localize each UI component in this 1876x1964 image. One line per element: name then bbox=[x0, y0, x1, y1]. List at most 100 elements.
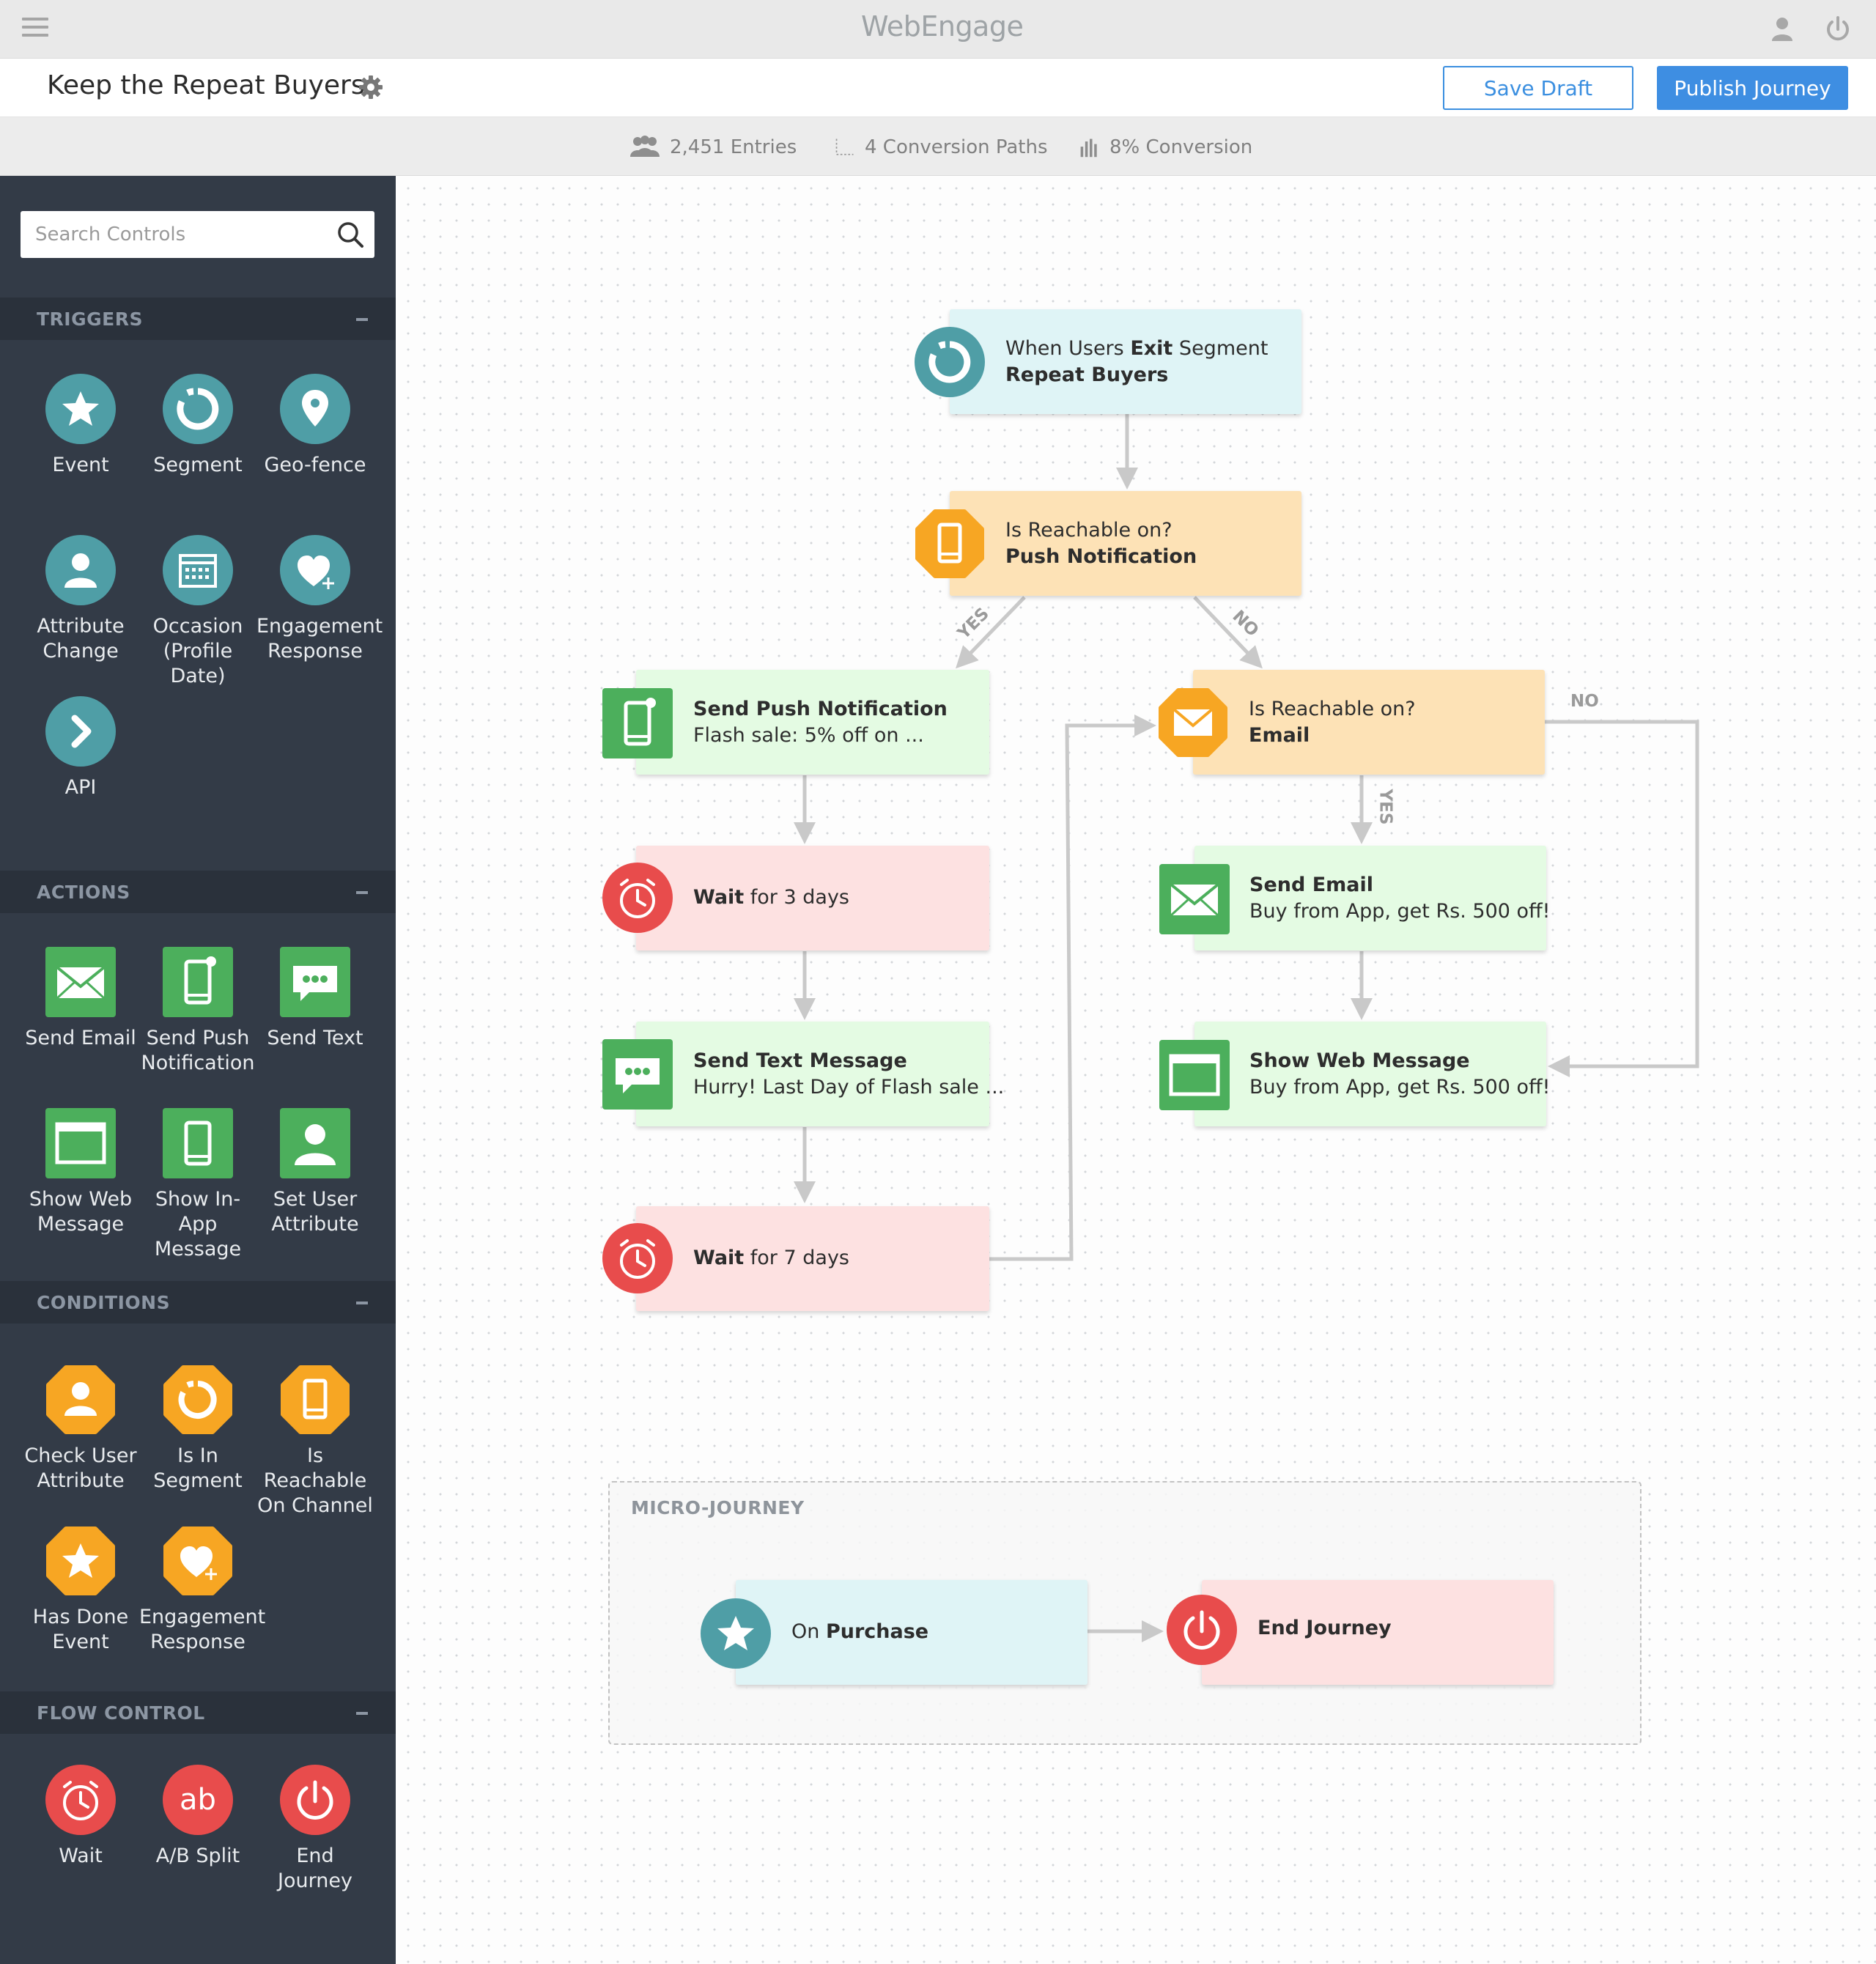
node-text-bold: Exit bbox=[1130, 337, 1173, 360]
node-text: Is Reachable on? Push Notification bbox=[1005, 517, 1197, 570]
trigger-geo-fence[interactable]: Geo-fence bbox=[256, 374, 374, 478]
clock-icon bbox=[602, 863, 673, 933]
trigger-segment[interactable]: Segment bbox=[139, 374, 256, 478]
node-title: Send Text Message bbox=[693, 1049, 907, 1072]
action-node-send-text[interactable]: Send Text Message Hurry! Last Day of Fla… bbox=[636, 1022, 1004, 1126]
collapse-actions-icon[interactable] bbox=[355, 881, 374, 903]
tool-label: Engagement Response bbox=[256, 615, 383, 662]
publish-journey-button[interactable]: Publish Journey bbox=[1657, 66, 1848, 110]
tool-label: Check User Attribute bbox=[24, 1444, 137, 1492]
trigger-engagement-response[interactable]: Engagement Response bbox=[256, 535, 383, 664]
node-text: Is Reachable on? Email bbox=[1249, 696, 1416, 749]
actions-section-header[interactable]: ACTIONS bbox=[0, 871, 396, 913]
search-input[interactable] bbox=[21, 211, 328, 258]
trigger-api[interactable]: API bbox=[22, 696, 139, 800]
power-icon[interactable] bbox=[1822, 13, 1854, 45]
trigger-node-exit-segment[interactable]: When Users Exit Segment Repeat Buyers bbox=[950, 309, 1301, 414]
tool-label: Show In-App Message bbox=[154, 1188, 242, 1260]
node-title: Show Web Message bbox=[1249, 1049, 1470, 1072]
node-text: Send Email Buy from App, get Rs. 500 off… bbox=[1249, 872, 1551, 925]
action-send-push[interactable]: Send Push Notification bbox=[139, 947, 256, 1076]
action-send-text[interactable]: Send Text bbox=[256, 947, 374, 1051]
trigger-attribute-change[interactable]: Attribute Change bbox=[22, 535, 139, 664]
ab-icon: ab bbox=[163, 1765, 233, 1835]
paths-stat: 4 Conversion Paths bbox=[834, 135, 1048, 160]
entries-count: 2,451 Entries bbox=[670, 136, 797, 158]
mobile-icon bbox=[915, 509, 985, 579]
node-title: End Journey bbox=[1258, 1617, 1392, 1639]
conditions-title: CONDITIONS bbox=[37, 1292, 171, 1313]
collapse-conditions-icon[interactable] bbox=[355, 1291, 374, 1313]
node-subtitle: Repeat Buyers bbox=[1005, 363, 1169, 386]
bar-chart-icon bbox=[1080, 139, 1097, 158]
gear-icon[interactable] bbox=[357, 73, 385, 101]
chat-bubble-icon bbox=[280, 947, 350, 1017]
action-node-send-email[interactable]: Send Email Buy from App, get Rs. 500 off… bbox=[1194, 846, 1551, 950]
tool-label: Geo-fence bbox=[264, 454, 366, 476]
node-text: Send Push Notification Flash sale: 5% of… bbox=[693, 696, 948, 749]
collapse-flow-control-icon[interactable] bbox=[355, 1702, 374, 1724]
top-bar: WebEngage bbox=[0, 0, 1876, 59]
node-text-part: When Users bbox=[1005, 337, 1131, 360]
action-send-email[interactable]: Send Email bbox=[22, 947, 139, 1051]
action-node-show-web-message[interactable]: Show Web Message Buy from App, get Rs. 5… bbox=[1194, 1022, 1551, 1126]
controls-sidebar: TRIGGERS Event Segment Geo-fence Attribu… bbox=[0, 176, 396, 1964]
entries-stat: 2,451 Entries bbox=[629, 135, 797, 160]
flow-ab-split[interactable]: ab A/B Split bbox=[139, 1765, 256, 1869]
trigger-event[interactable]: Event bbox=[22, 374, 139, 478]
trigger-node-on-purchase[interactable]: On Purchase bbox=[736, 1580, 1087, 1685]
node-title: Send Push Notification bbox=[693, 698, 948, 720]
segment-icon bbox=[915, 327, 985, 397]
flow-control-section-header[interactable]: FLOW CONTROL bbox=[0, 1691, 396, 1734]
flow-end-journey[interactable]: End Journey bbox=[256, 1765, 374, 1894]
browser-window-icon bbox=[1159, 1040, 1230, 1110]
node-subtitle: Hurry! Last Day of Flash sale ... bbox=[693, 1076, 1005, 1099]
calendar-icon bbox=[163, 535, 233, 605]
triggers-section-header[interactable]: TRIGGERS bbox=[0, 298, 396, 340]
journey-title[interactable]: Keep the Repeat Buyers bbox=[47, 70, 365, 100]
heart-plus-icon bbox=[280, 535, 350, 605]
condition-engagement-response[interactable]: Engagement Response bbox=[139, 1526, 266, 1655]
node-text-part: Segment bbox=[1172, 337, 1268, 360]
condition-is-in-segment[interactable]: Is In Segment bbox=[139, 1365, 256, 1494]
node-subtitle: for 3 days bbox=[744, 886, 849, 909]
tool-label: Engagement Response bbox=[139, 1606, 266, 1653]
flow-node-end-journey[interactable]: End Journey bbox=[1202, 1580, 1554, 1685]
actions-title: ACTIONS bbox=[37, 882, 130, 903]
node-text: When Users Exit Segment Repeat Buyers bbox=[1005, 336, 1268, 388]
trigger-occasion[interactable]: Occasion (Profile Date) bbox=[139, 535, 256, 689]
node-subtitle: Email bbox=[1249, 724, 1310, 747]
mobile-notification-icon bbox=[602, 688, 673, 758]
action-set-user-attribute[interactable]: Set User Attribute bbox=[256, 1108, 374, 1237]
search-box bbox=[21, 211, 374, 258]
condition-has-done-event[interactable]: Has Done Event bbox=[22, 1526, 139, 1655]
condition-node-reachable-push[interactable]: Is Reachable on? Push Notification bbox=[950, 491, 1301, 596]
condition-is-reachable[interactable]: Is Reachable On Channel bbox=[256, 1365, 374, 1518]
action-show-web-message[interactable]: Show Web Message bbox=[22, 1108, 139, 1237]
branch-label-yes: YES bbox=[1375, 789, 1395, 825]
node-title: Send Email bbox=[1249, 874, 1374, 896]
user-icon[interactable] bbox=[1766, 13, 1798, 45]
hamburger-menu-icon[interactable] bbox=[22, 18, 48, 38]
power-icon bbox=[280, 1765, 350, 1835]
flow-node-wait-3-days[interactable]: Wait for 3 days bbox=[636, 846, 989, 950]
tool-label: Set User Attribute bbox=[271, 1188, 359, 1236]
search-icon[interactable] bbox=[336, 220, 365, 249]
action-show-in-app[interactable]: Show In-App Message bbox=[139, 1108, 256, 1262]
envelope-icon bbox=[1158, 687, 1228, 758]
condition-check-user-attribute[interactable]: Check User Attribute bbox=[22, 1365, 139, 1494]
flow-wait[interactable]: Wait bbox=[22, 1765, 139, 1869]
conversion-stat: 8% Conversion bbox=[1079, 135, 1252, 160]
collapse-triggers-icon[interactable] bbox=[355, 308, 374, 330]
tool-label: Is In Segment bbox=[153, 1444, 243, 1492]
flow-node-wait-7-days[interactable]: Wait for 7 days bbox=[636, 1206, 989, 1311]
tool-label: Event bbox=[52, 454, 109, 476]
segment-icon bbox=[163, 1365, 233, 1435]
conditions-section-header[interactable]: CONDITIONS bbox=[0, 1281, 396, 1324]
webengage-logo: WebEngage bbox=[861, 10, 1024, 43]
save-draft-button[interactable]: Save Draft bbox=[1443, 66, 1633, 110]
condition-node-reachable-email[interactable]: Is Reachable on? Email bbox=[1193, 670, 1545, 775]
action-node-send-push[interactable]: Send Push Notification Flash sale: 5% of… bbox=[636, 670, 989, 775]
mobile-icon bbox=[280, 1365, 350, 1435]
node-text-part: On bbox=[791, 1620, 826, 1643]
